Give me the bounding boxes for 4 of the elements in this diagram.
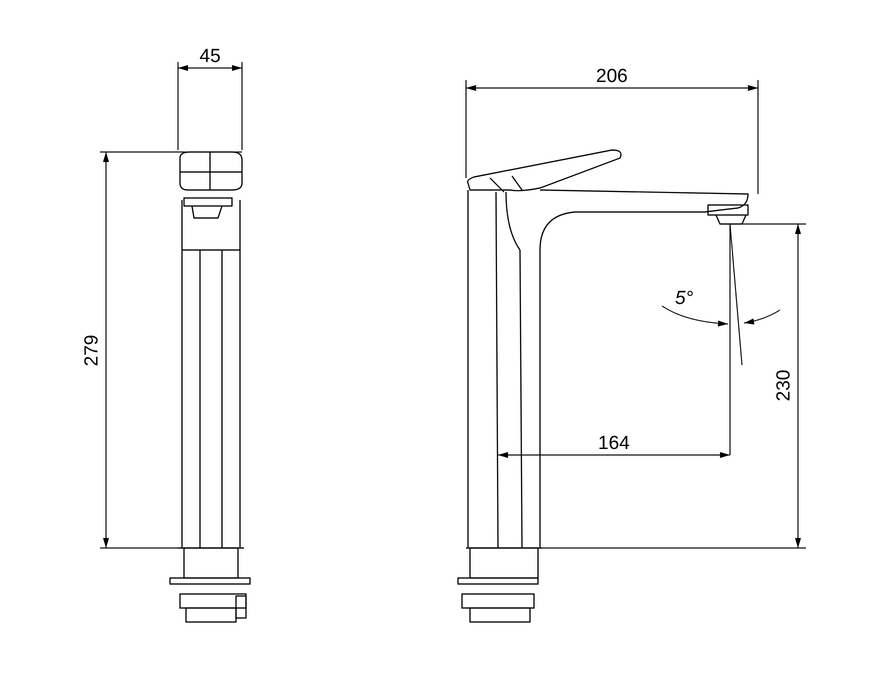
dimension-value: 206 (596, 66, 628, 86)
dimension-value: 45 (200, 46, 221, 66)
dimension-value: 164 (598, 434, 630, 452)
dimension-value: 5° (675, 288, 694, 308)
